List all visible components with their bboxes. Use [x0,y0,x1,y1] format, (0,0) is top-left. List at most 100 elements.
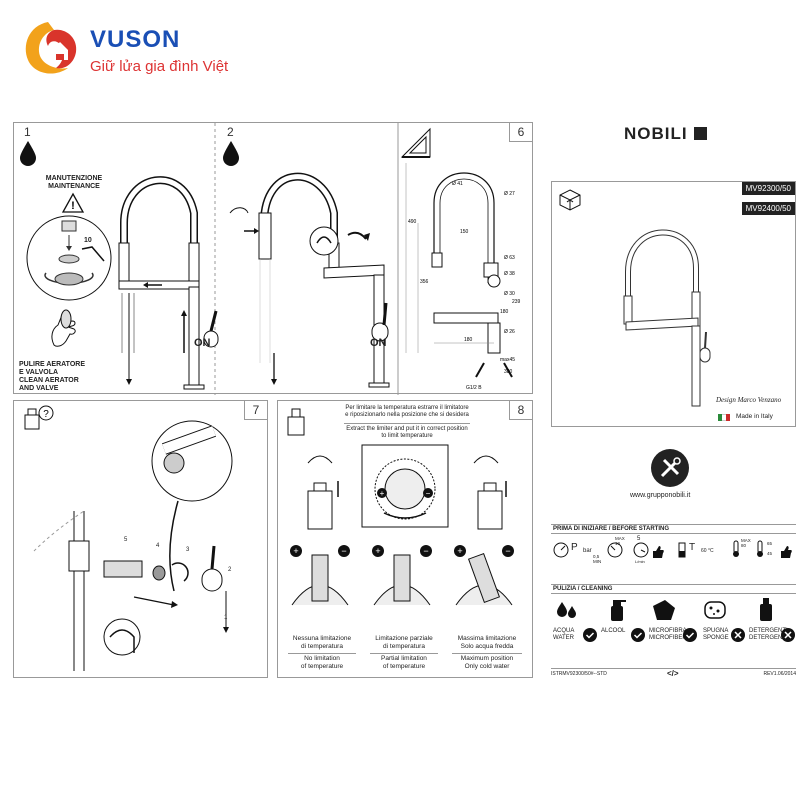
nobili-logo-text: NOBILI [624,124,688,143]
technical-drawing-icon [400,127,431,158]
clean-microfiber-l2: MICROFIBER [649,635,687,641]
faucet-product-drawing [623,229,711,407]
clean-instruction-line2: E VALVOLA [19,369,59,376]
microfiber-cloth-icon [653,600,675,620]
spec-max: MAX 10 [615,536,625,546]
dim-239: 239 [512,299,521,305]
svg-text:+: + [380,489,385,498]
clean-water-l2: WATER [553,635,574,641]
cross-icon [781,628,795,642]
maintenance-label-it: MANUTENZIONE [45,175,103,182]
dim-thread: G1/2 B [466,385,482,391]
water-drop-icon [20,141,36,166]
clean-microfiber: MICROFIBRA MICROFIBER [649,628,695,642]
option-label-it1: Nessuna limitazione [292,635,352,642]
svg-text:−: − [426,489,431,498]
option-label-it2: Solo acqua fredda [460,643,514,650]
brand-tagline: Giữ lửa gia đình Việt [90,58,229,75]
tools-icon [651,449,689,487]
detergent-bottle-icon [760,598,772,621]
svg-text:−: − [341,546,346,556]
spec-min: 0,5 MIN [593,554,602,564]
hex-key-icon [81,246,105,262]
clean-instruction-line4: AND VALVE [19,385,59,392]
cartridge-icon [287,408,305,436]
clean-alcohol: ALCOOL [601,628,647,635]
spec-lmin: L/min [635,559,645,564]
option-no-limit: Nessuna limitazione di temperatura No li… [284,635,360,671]
warning-icon: ! [61,192,85,213]
clean-instruction-line1: PULIRE AERATORE [19,361,85,368]
panel-step-8: 8 Per limitare la temperatura estrarre i… [277,400,533,678]
svg-text:−: − [423,546,428,556]
dim-38: Ø 38 [504,271,515,277]
website-label: www.grupponobili.it [630,492,691,499]
dim-490: 490 [408,219,417,225]
clean-water-l1: ACQUA [553,628,575,634]
svg-text:+: + [293,546,298,556]
limiter-intro-en: Extract the limiter and put it in correc… [344,423,470,440]
brand-logo: VUSON Giữ lửa gia đình Việt [18,16,258,86]
svg-text:?: ? [43,409,49,420]
option-label-it1: Limitazione parziale [375,635,433,642]
on-label-step2: ON [370,337,387,349]
clean-microfiber-l1: MICROFIBRA [649,628,687,634]
option-label-it2: di temperatura [301,643,343,650]
spec-65: 65 [767,541,773,546]
box-icon [559,189,581,211]
cross-icon [731,628,745,642]
nobili-logo-mark-icon [694,127,708,140]
question-icon: ? [38,405,54,421]
option-partial-limit: Limitazione parziale di temperatura Part… [366,635,442,671]
cartridge-icon [24,408,40,430]
cleaning-title: PULIZIA / CLEANING [551,584,796,594]
check-icon [583,628,597,642]
thermometer-icon [757,540,763,557]
pressure-gauge-icon [553,542,569,558]
spec-p: P [571,542,578,553]
callout-5: 5 [124,537,128,543]
dim-180a: 180 [464,337,473,343]
option-label-en2: Only cold water [464,663,510,670]
callout-1: 1 [224,615,228,621]
step-7-number: 7 [244,401,267,420]
dim-63: Ø 63 [504,255,515,261]
cartridge-replacement-drawing [33,420,233,671]
brand-name: VUSON [90,26,181,53]
option-label-en1: Maximum position [460,655,514,662]
callout-3: 3 [186,547,190,553]
model-code-1: MV92300/50 [741,182,795,195]
faucet-drawing-step2 [229,172,390,388]
clean-detergent: DETERGENTI DETERGENT [749,628,789,642]
clean-sponge-l2: SPONGE [703,635,729,641]
step-8-number: 8 [509,401,532,420]
option-label-it2: di temperatura [383,643,425,650]
flow-gauge-icon [633,542,649,558]
doc-revision: REV1.06/2014 [763,671,796,677]
spec-temp: 60 °C [701,548,714,554]
clean-alcohol-l1: ALCOOL [601,628,626,634]
callout-4: 4 [156,543,160,549]
dim-30: Ø 30 [504,291,515,297]
dim-26: Ø 26 [504,329,515,335]
limiter-intro-it: Per limitare la temperatura estrarre il … [345,405,469,418]
nobili-logo: NOBILI [624,124,708,144]
sponge-icon [704,601,726,619]
before-starting-section: PRIMA DI INIZIARE / BEFORE STARTING P ba… [551,524,796,574]
dim-41: Ø 41 [452,181,463,187]
clean-instruction-line3: CLEAN AERATOR [19,377,79,384]
spec-t1: T [689,542,696,553]
dim-150: 150 [460,229,469,235]
made-in-label: Made in Italy [736,413,773,420]
clean-sponge: SPUGNA SPONGE [703,628,743,642]
spec-max-temp: MAX 80 [741,538,751,548]
italy-flag-icon [718,414,730,421]
gauge-icon [607,542,623,558]
designer-label: Design Marco Venzano [716,396,782,404]
thumbs-up-icon [653,546,664,558]
before-starting-title: PRIMA DI INIZIARE / BEFORE STARTING [551,524,796,534]
model-code-2: MV92400/50 [741,202,795,215]
step-2-number: 2 [227,125,234,139]
spec-bar: bar [583,548,592,554]
step-1-number: 1 [24,125,31,139]
